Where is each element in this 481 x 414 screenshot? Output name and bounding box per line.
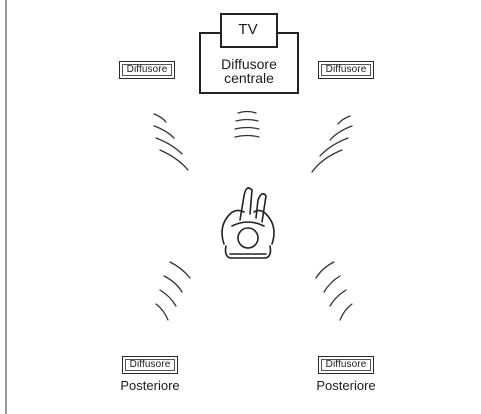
rear-left-caption: Posteriore bbox=[100, 379, 200, 392]
rear-right-speaker: Diffusore bbox=[318, 356, 374, 374]
center-speaker-label-line1: Diffusore bbox=[221, 56, 277, 72]
rear-right-caption: Posteriore bbox=[296, 379, 396, 392]
rear-right-caption-text: Posteriore bbox=[316, 378, 376, 393]
tv-screen bbox=[220, 13, 278, 48]
listener-figure bbox=[221, 187, 275, 259]
rear-left-caption-text: Posteriore bbox=[120, 378, 180, 393]
rear-right-speaker-label: Diffusore bbox=[325, 359, 367, 370]
front-left-sound-waves bbox=[153, 113, 189, 171]
tv-screen-label: TV bbox=[223, 22, 273, 37]
front-right-speaker-label: Diffusore bbox=[325, 64, 367, 75]
tv-label-text: TV bbox=[238, 21, 258, 38]
rear-left-sound-waves bbox=[155, 261, 191, 321]
rear-left-speaker-label: Diffusore bbox=[129, 359, 171, 370]
front-right-sound-waves bbox=[311, 115, 353, 173]
center-speaker-label-line2: centrale bbox=[224, 70, 274, 87]
front-left-speaker-label: Diffusore bbox=[126, 64, 168, 75]
center-sound-waves bbox=[234, 110, 260, 138]
rear-left-speaker: Diffusore bbox=[122, 356, 178, 374]
rear-right-sound-waves bbox=[315, 261, 353, 321]
center-speaker-label: Diffusore centrale bbox=[199, 57, 299, 86]
front-left-speaker: Diffusore bbox=[119, 61, 175, 79]
front-right-speaker: Diffusore bbox=[318, 61, 374, 79]
